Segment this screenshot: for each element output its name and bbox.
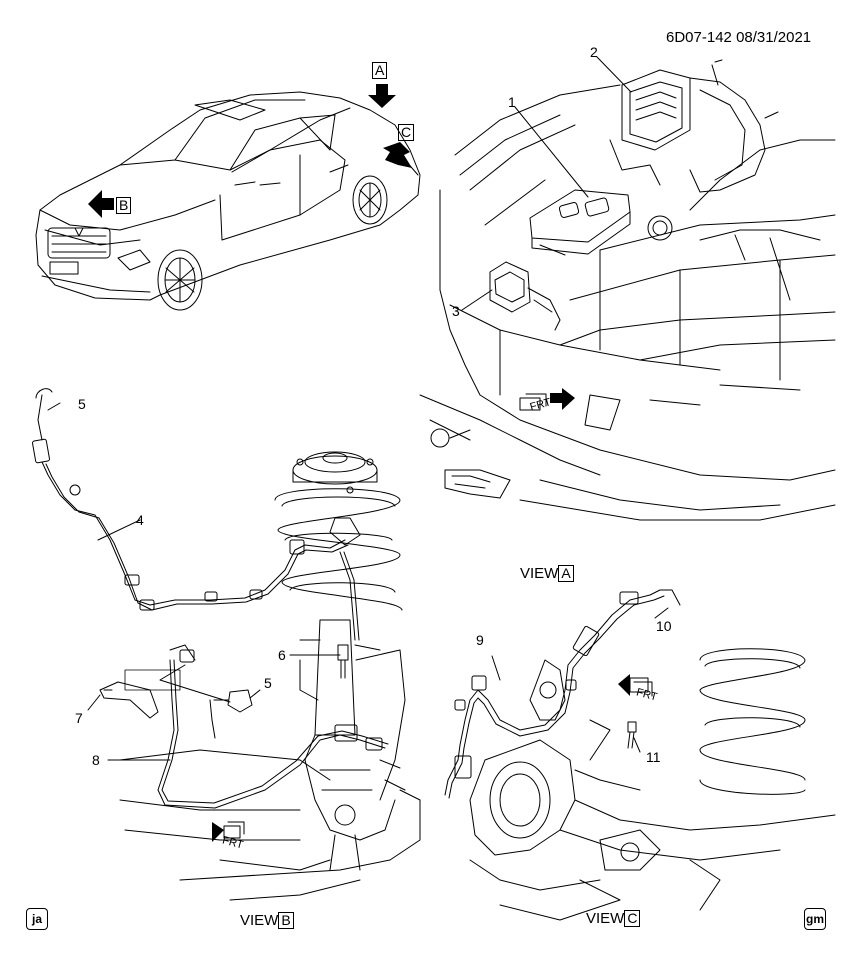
- callout-7: 7: [75, 710, 83, 726]
- view-b-illustration: [32, 388, 421, 901]
- gm-logo-badge: gm: [804, 908, 826, 930]
- callout-9: 9: [476, 632, 484, 648]
- callout-4: 4: [136, 512, 144, 528]
- view-arrow-b: [88, 190, 114, 218]
- view-c-word: VIEW: [586, 910, 625, 927]
- view-arrow-b-letter: B: [116, 197, 132, 214]
- callout-2: 2: [590, 44, 598, 60]
- view-arrow-b-letter-box: B: [116, 197, 132, 214]
- view-a-word: VIEW: [520, 565, 559, 582]
- callout-8: 8: [92, 752, 100, 768]
- view-a-letter: A: [558, 565, 574, 582]
- view-a-illustration: [419, 56, 836, 521]
- view-arrow-c: [383, 142, 412, 168]
- callout-11: 11: [646, 749, 661, 765]
- view-c-illustration: [444, 589, 836, 921]
- diagram-header: 6D07-142 08/31/2021: [666, 30, 811, 45]
- view-arrow-c-letter-box: C: [398, 124, 415, 141]
- callout-6: 6: [278, 647, 286, 663]
- callout-1: 1: [508, 94, 516, 110]
- view-b-word: VIEW: [240, 912, 279, 929]
- ja-badge: ja: [26, 908, 48, 930]
- callout-5-upper: 5: [78, 396, 86, 412]
- diagram-id: 6D07-142: [666, 29, 732, 46]
- front-marker-a: [519, 388, 575, 411]
- view-arrow-a-letter: A: [372, 62, 388, 79]
- view-arrow-a-letter-box: A: [372, 62, 388, 79]
- callout-3: 3: [452, 303, 460, 319]
- front-marker-c: [618, 674, 653, 697]
- view-c-letter: C: [624, 910, 641, 927]
- diagram-date: 08/31/2021: [736, 29, 812, 46]
- callout-10: 10: [656, 618, 672, 634]
- vehicle-overview-illustration: [35, 91, 421, 311]
- view-arrow-c-letter: C: [398, 124, 415, 141]
- callout-5-lower: 5: [264, 675, 272, 691]
- view-b-letter: B: [278, 912, 294, 929]
- front-marker-b: [212, 821, 245, 842]
- view-arrow-a: [368, 84, 396, 108]
